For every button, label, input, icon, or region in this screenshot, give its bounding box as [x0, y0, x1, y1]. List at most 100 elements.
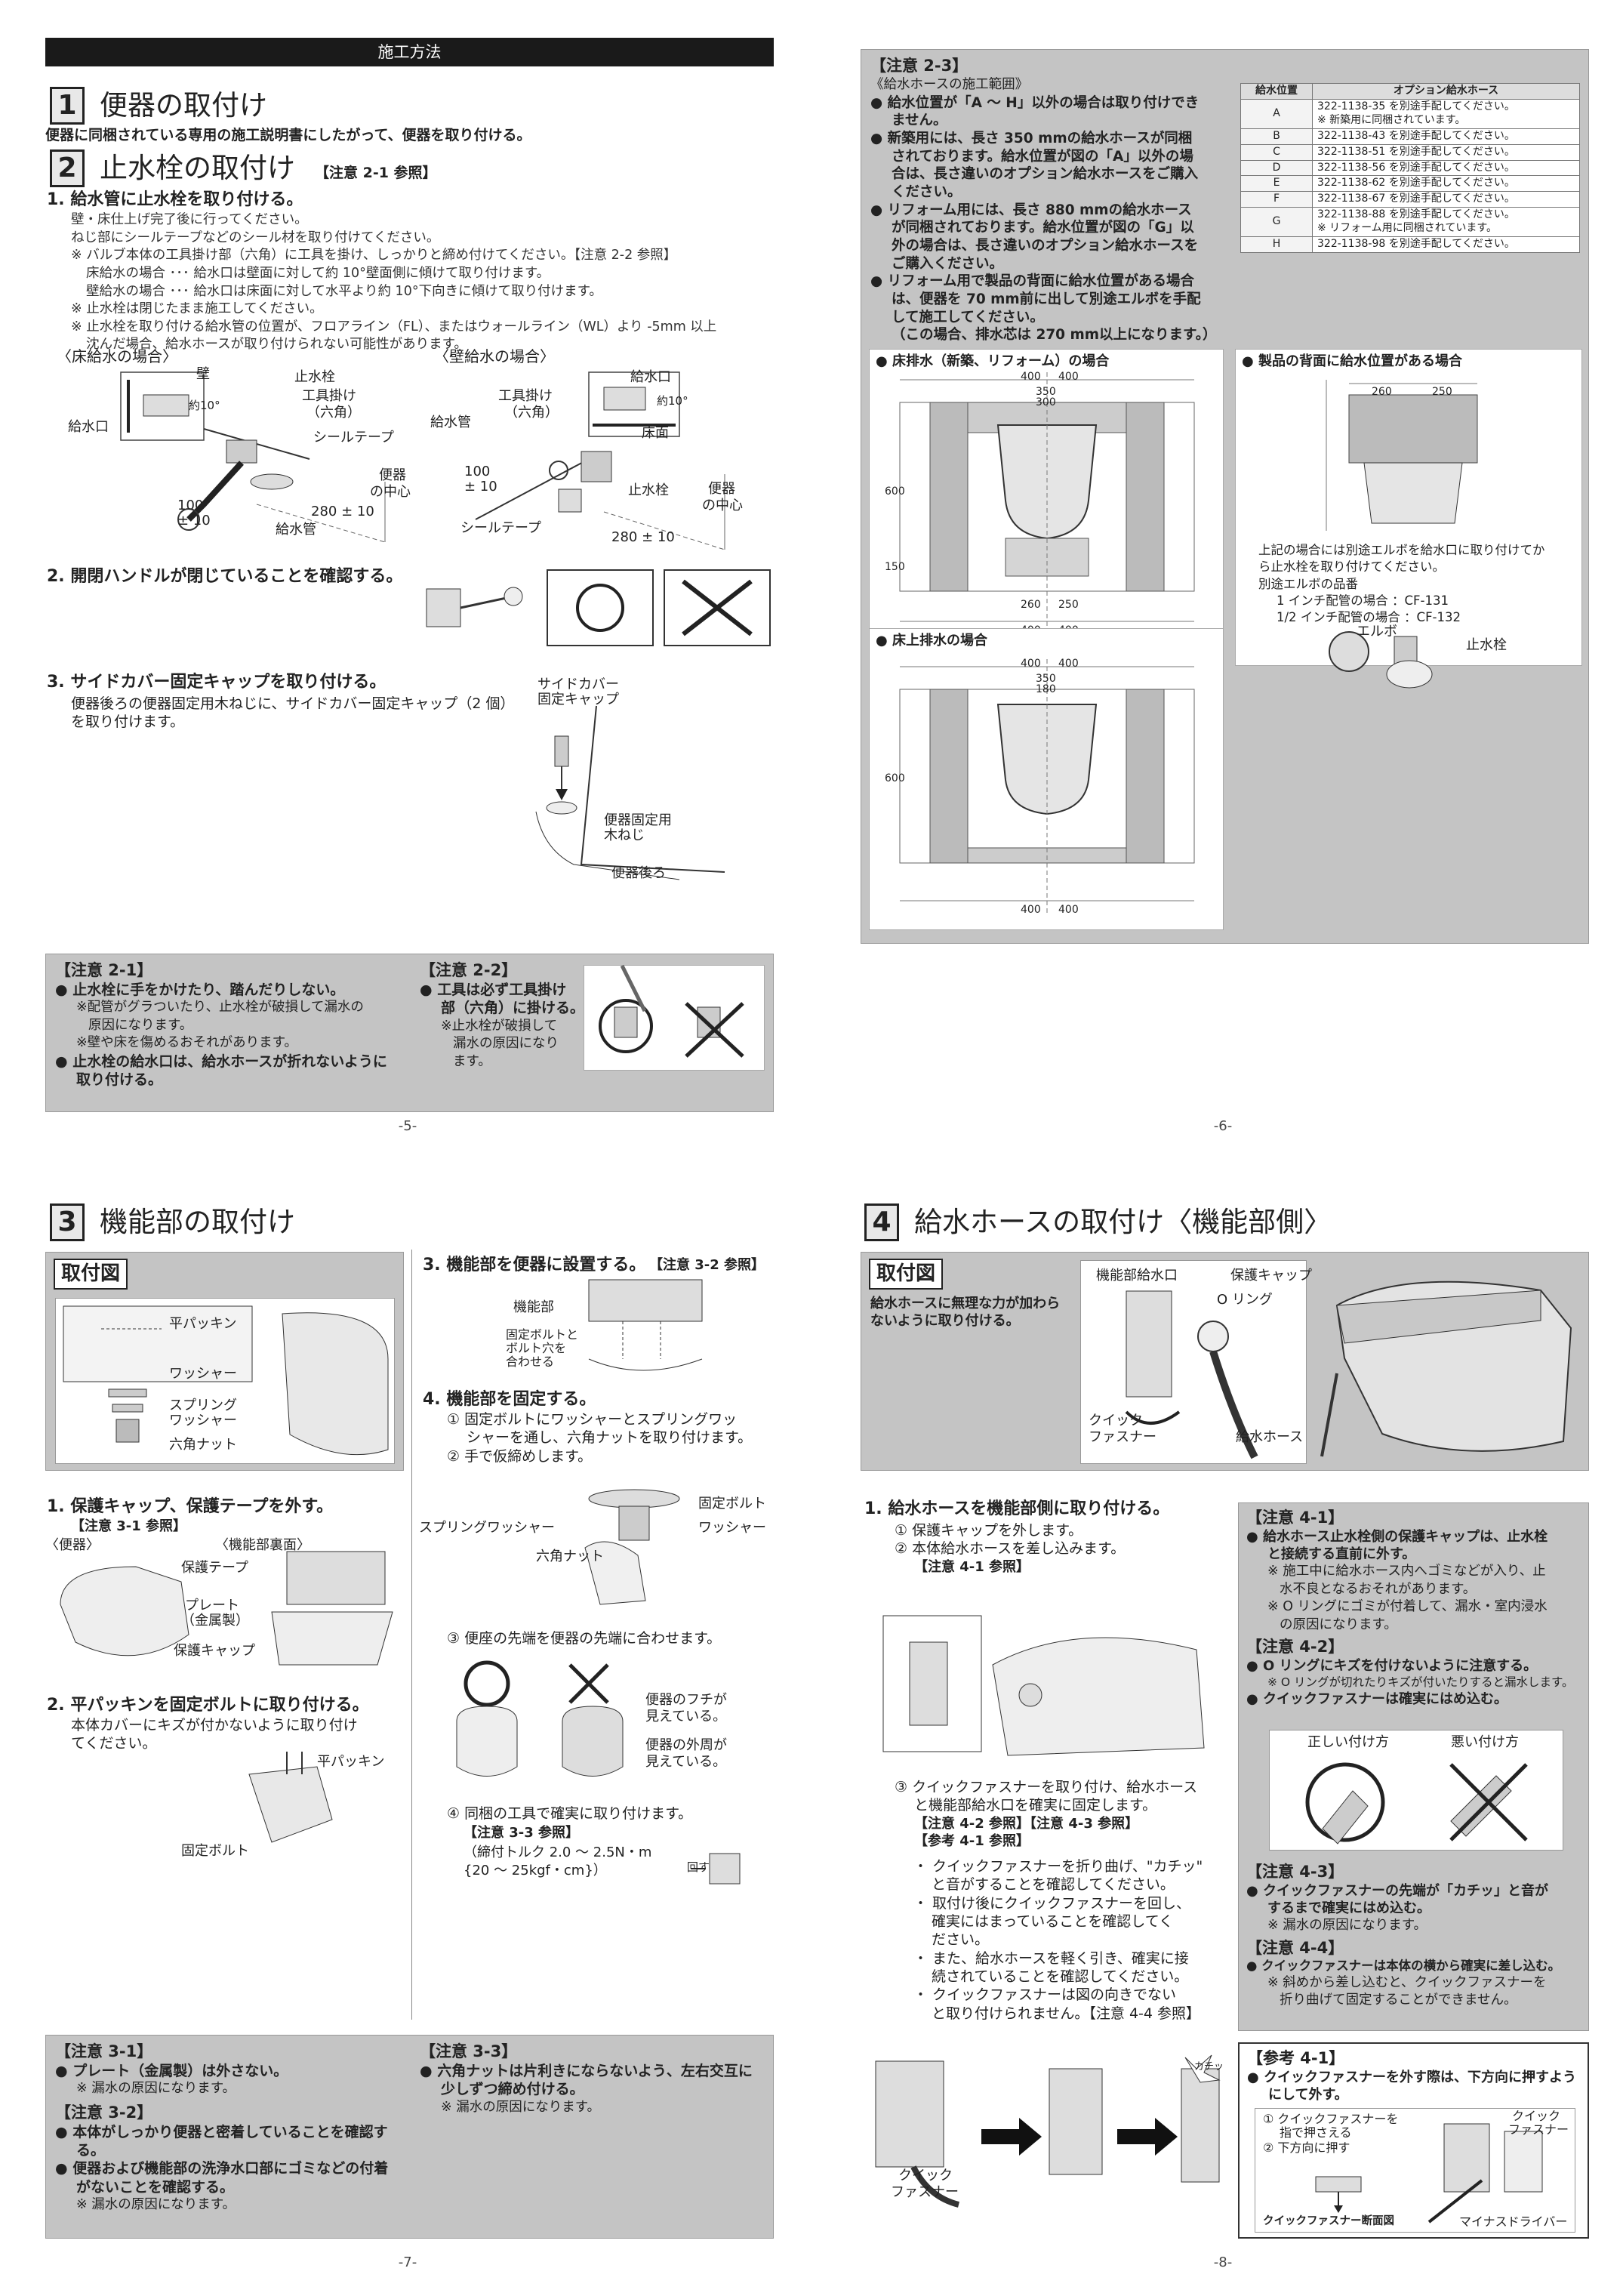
label-outer1: 便器の外周が [645, 1737, 727, 1753]
flat-packing-figure: 平パッキン 固定ボルト [181, 1744, 400, 1859]
note-line: ※ O リングが切れたりキズが付いたりすると漏水します。 [1267, 1675, 1574, 1690]
protect-cap-figure: 〈便器〉 〈機能部裏面〉 保護テープ プレート （金属製） 保護キャップ [45, 1536, 400, 1676]
dim-label: 400 [1058, 371, 1079, 383]
section-title: 機能部の取付け [100, 1206, 295, 1239]
label-inlet: 機能部給水口 [1096, 1268, 1178, 1284]
text-line: と機能部給水口を確実に固定します。 [914, 1797, 1157, 1814]
table-cell: F [1240, 191, 1313, 208]
label-100: 100 [177, 498, 204, 513]
figure-title: ● 床上排水の場合 [876, 633, 987, 649]
step-1-title: 1. 給水ホースを機能部側に取り付ける。 [864, 1499, 1170, 1518]
step-3-title: 3. サイドカバー固定キャップを取り付ける。 [47, 673, 387, 692]
alignment-drawing [456, 1660, 624, 1777]
figure-title: 取付図 [54, 1259, 128, 1290]
floor-valve-drawing [120, 371, 386, 543]
tool-position-figure [584, 964, 765, 1071]
label-nut: 六角ナット [169, 1437, 237, 1453]
label-pipe: 給水管 [276, 522, 316, 538]
bullet-line: ・ また、給水ホースを軽く引き、確実に接 [913, 1949, 1189, 1967]
label-screw1: 便器固定用 [604, 812, 672, 828]
note-line: ます。 [453, 1053, 491, 1069]
bullet-line: 確実にはまっていることを確認してく [932, 1912, 1174, 1930]
note-line: にして外す。 [1268, 2086, 1348, 2103]
note-line: が同梱されております。給水位置が図の「G」以 [892, 220, 1194, 236]
table-cell: 322-1138-43 を別途手配してください。 [1312, 128, 1580, 145]
label-valve: 止水栓 [294, 369, 335, 385]
label-outer2: 見えている。 [645, 1754, 727, 1770]
section-title: 給水ホースの取付け〈機能部側〉 [914, 1206, 1332, 1239]
figure-title: ● 製品の背面に給水位置がある場合 [1242, 353, 1462, 369]
remove-fastener-drawing [1315, 2123, 1543, 2224]
table-cell: 322-1138-35 を別途手配してください。 ※ 新築用に同梱されています。 [1312, 98, 1580, 129]
label-pipe: 給水管 [430, 415, 471, 430]
table-cell: 322-1138-88 を別途手配してください。 ※ リフォーム用に同梱されてい… [1312, 207, 1580, 238]
upper-drain-figure: ● 床上排水の場合 400 400 350 180 400 400 600 [869, 628, 1224, 930]
label-flat: 平パッキン [317, 1754, 385, 1770]
unit-overview-drawing [1320, 1281, 1572, 1457]
note-line: ● クイックファスナーの先端が「カチッ」と音が [1246, 1882, 1548, 1899]
text-line: 1 インチ配管の場合 ：CF-131 [1277, 593, 1449, 608]
remove-fastener-figure: ① クイックファスナーを 指で押さえる ② 下方向に押す クイック ファスナー … [1255, 2108, 1575, 2233]
note-line: 取り付ける。 [76, 1071, 163, 1089]
note-subtitle: 《給水ホースの施工範囲》 [870, 76, 1029, 92]
label-step1a: ① クイックファスナーを [1263, 2112, 1399, 2126]
text-line: ※ 止水栓を取り付ける給水管の位置が、フロアライン（FL）、またはウォールライン… [71, 319, 717, 334]
label-cap: 保護キャップ [1230, 1268, 1312, 1284]
label-hose: 給水ホース [1236, 1429, 1304, 1445]
table-cell: 322-1138-67 を別途手配してください。 [1312, 191, 1580, 208]
step-1-body: ① 保護キャップを外します。 ② 本体給水ホースを差し込みます。 【注意 4-1… [895, 1521, 1125, 1576]
bullet-line: と音がすることを確認してください。 [932, 1876, 1175, 1894]
label-tape: 保護テープ [181, 1560, 248, 1576]
text-line: 壁給水の場合 ･･･ 給水口は床面に対して水平より約 10°下向きに傾けて取り付… [86, 283, 602, 299]
text-line: シャーを通し、六角ナットを取り付けます。 [467, 1429, 753, 1447]
reference-4-1-panel: 【参考 4-1】 ● クイックファスナーを外す際は、下方向に押すよう にして外す… [1238, 2042, 1589, 2239]
turn-drawing [691, 1853, 741, 1885]
label-step1b: 指で押さえる [1280, 2125, 1352, 2140]
step-2-title: 2. 開閉ハンドルが閉じていることを確認する。 [47, 567, 403, 586]
note-line: ● 工具は必ず工具掛け [420, 981, 567, 998]
label-quick1: クイック [1089, 1413, 1143, 1428]
note-line: ● O リングにキズを付けないように注意する。 [1246, 1658, 1538, 1675]
label-turn: 回す [687, 1860, 710, 1874]
install-unit-figure: 機能部 固定ボルトと ボルト穴を 合わせる [491, 1276, 717, 1382]
note-line: ● クイックファスナーは本体の横から確実に差し込む。 [1246, 1959, 1561, 1974]
back-supply-figure: ● 製品の背面に給水位置がある場合 260 250 上記の場合には別途エルボを給… [1235, 349, 1582, 689]
label-inlet: 給水口 [630, 369, 671, 385]
label-quick2: ファスナー [1089, 1429, 1156, 1445]
torque-line-2: {20 ～ 25kgf・cm}） [463, 1863, 607, 1878]
note-3-3: 【注意 3-3】 ● 六角ナットは片利きにならないよう、左右交互に 少しずつ締め… [420, 2042, 767, 2116]
text-line: 床給水の場合 ･･･ 給水口は壁面に対して約 10°壁面側に傾けて取り付けます。 [86, 265, 550, 281]
note-line: ● 給水位置が「A ～ H」以外の場合は取り付けでき [870, 94, 1200, 111]
wall-valve-drawing [475, 371, 725, 550]
label-unit: 機能部 [513, 1299, 554, 1315]
label-spring1: スプリング [169, 1398, 237, 1413]
note-line: ● クイックファスナーを外す際は、下方向に押すよう [1247, 2069, 1576, 2085]
section-title: 止水栓の取付け [100, 152, 295, 185]
bullet-line: ・ 取付け後にクイックファスナーを回し、 [913, 1894, 1191, 1912]
label-screw2: 木ねじ [604, 827, 645, 843]
step-1-3-body: ③ クイックファスナーを取り付け、給水ホース と機能部給水口を確実に固定します。… [895, 1778, 1197, 1850]
label-section: クイックファスナー断面図 [1263, 2215, 1394, 2227]
label-100: 100 [464, 464, 491, 479]
text-line: 1/2 インチ配管の場合 ：CF-132 [1277, 610, 1461, 625]
handle-check-figure [423, 566, 778, 649]
note-line: ご購入ください。 [892, 255, 1004, 272]
note-line: 部（六角）に掛ける。 [441, 1000, 585, 1017]
figure-title: ● 床排水（新築、リフォーム）の場合 [876, 353, 1110, 369]
label-hex: （六角） [504, 405, 559, 421]
note-line: ● 便器および機能部の洗浄水口部にゴミなどの付着 [55, 2160, 389, 2177]
bullet-line: と取り付けられません。【注意 4-4 参照】 [932, 2005, 1201, 2022]
label-align2: ボルト穴を [506, 1341, 567, 1355]
dim-label: 250 [1058, 599, 1079, 611]
note-line: ● リフォーム用で製品の背面に給水位置がある場合 [870, 273, 1195, 290]
text-line: 沈んだ場合、給水ホースが取り付けられない可能性があります。 [86, 337, 467, 353]
note-title: 【注意 4-1】 [1246, 1509, 1344, 1527]
notes-panel-2: 【注意 2-1】 ● 止水栓に手をかけたり、踏んだりしない。 ※配管がグラついた… [45, 954, 774, 1112]
label-driver: マイナスドライバー [1459, 2214, 1568, 2229]
dim-label: 300 [1036, 396, 1056, 408]
